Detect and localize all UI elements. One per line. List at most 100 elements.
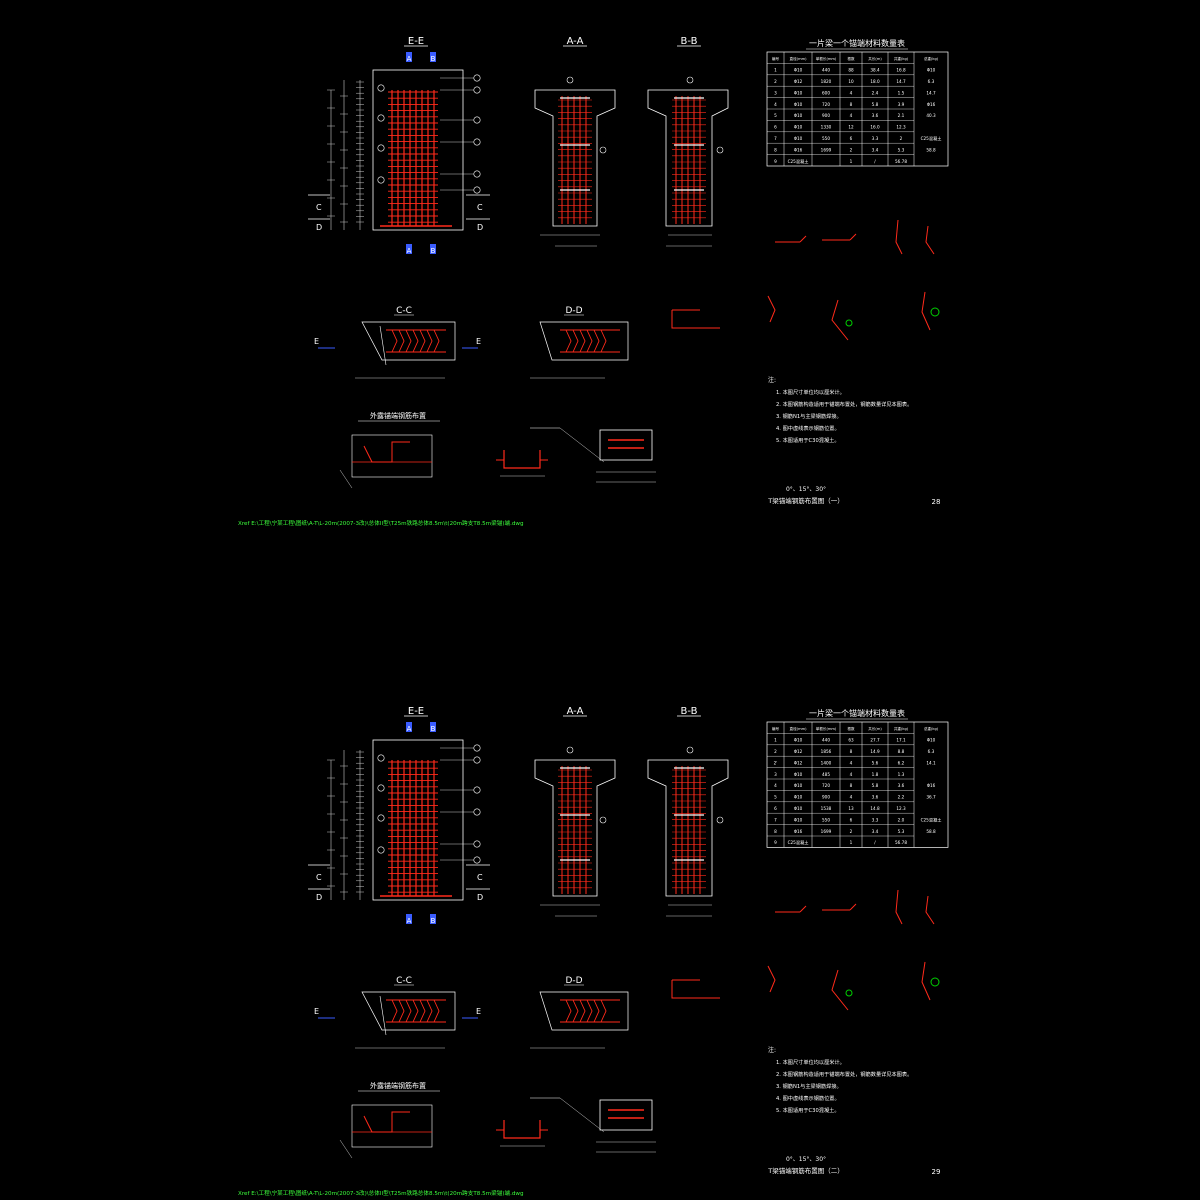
table-cell: 4 [850, 772, 853, 777]
xref-path: Xref E:\工程\宁某工程\图纸\A-T\L-20m(2007-3改)\总体… [238, 519, 524, 527]
table-cell: 550 [822, 817, 830, 822]
table-cell: 1330 [821, 125, 832, 130]
note-line: 5. 本图适用于C30混凝土。 [776, 436, 840, 444]
marker-b-top: B [431, 55, 436, 63]
table-cell: Φ12 [794, 760, 803, 765]
table-cell: 6 [850, 817, 853, 822]
section-dd-title: D-D [565, 306, 582, 316]
marker-c-left: C [316, 873, 322, 882]
marker-b-bottom: B [431, 917, 436, 925]
section-ee: E-E A B C C D D A B [308, 36, 490, 255]
table-cell: 1.8 [872, 772, 879, 777]
table-cell: 4 [850, 760, 853, 765]
table-cell: 1 [850, 840, 853, 845]
table-cell: 900 [822, 795, 830, 800]
table-cell: 1699 [821, 829, 832, 834]
table-cell: 4 [774, 102, 777, 107]
table-header-cell: 单根长(mm) [816, 726, 837, 731]
table-cell: 5 [774, 795, 777, 800]
table-cell: 2 [774, 749, 777, 754]
table-cell: Φ10 [794, 795, 803, 800]
table-cell: 1 [774, 68, 777, 73]
table-header-cell: 直径(mm) [790, 726, 808, 731]
angles-label: 0°、15°、30° [786, 1156, 826, 1163]
note-line: 3. 钢筋N1与主梁钢筋焊接。 [776, 412, 842, 420]
drawing-title: T梁锚端钢筋布置图（二） [767, 1166, 843, 1175]
table-header-cell: 共长(m) [868, 726, 882, 731]
table-cell: 720 [822, 783, 830, 788]
table-cell: 36.7 [926, 795, 936, 800]
marker-b-bottom: B [431, 247, 436, 255]
table-header-cell: 共重(kg) [894, 56, 909, 61]
table-cell: 3.3 [872, 136, 879, 141]
notes-block: 注: 1. 本图尺寸单位均以厘米计。2. 本图钢筋构造适用于锚端布置处，钢筋数量… [768, 1046, 912, 1114]
table-cell: 5.3 [898, 147, 905, 152]
table-cell: 4 [774, 783, 777, 788]
table-cell: Φ10 [794, 113, 803, 118]
bb-rebar [672, 96, 706, 224]
table-cell: 8 [850, 102, 853, 107]
table-cell: 3.6 [898, 783, 905, 788]
table-cell: 600 [822, 90, 830, 95]
table-cell: 40.3 [926, 113, 936, 118]
table-cell: Φ16 [794, 829, 803, 834]
section-dd: D-D E [462, 976, 629, 1049]
table-cell: Φ10 [794, 783, 803, 788]
section-bb-title: B-B [681, 36, 698, 47]
table-cell: 56.78 [895, 840, 907, 845]
table-cell: 3.6 [872, 113, 879, 118]
table-header-cell: 根数 [847, 56, 855, 61]
table-cell: C25混凝土 [921, 816, 942, 823]
marker-d-right: D [477, 893, 483, 902]
aa-outline [534, 759, 616, 897]
table-cell: Φ12 [794, 749, 803, 754]
table-cell: Φ10 [794, 125, 803, 130]
table-header-cell: 共重(kg) [894, 726, 909, 731]
table-title: 一片梁一个锚端材料数量表 [809, 38, 905, 48]
note-line: 5. 本图适用于C30混凝土。 [776, 1106, 840, 1114]
table-cell: 12 [848, 125, 854, 130]
section-aa-title: A-A [567, 706, 584, 717]
table-cell: 38.4 [870, 68, 880, 73]
table-cell: Φ10 [794, 136, 803, 141]
material-table: 一片梁一个锚端材料数量表 编号直径(mm)单根长(mm)根数共长(m)共重(kg… [766, 708, 949, 848]
section-dd-title: D-D [565, 976, 582, 986]
table-cell: C25混凝土 [921, 135, 942, 142]
table-cell: Φ10 [794, 772, 803, 777]
table-cell: 2.1 [898, 113, 905, 118]
table-cell: 6.2 [898, 760, 905, 765]
table-cell: 720 [822, 102, 830, 107]
table-cell: 2.4 [872, 90, 879, 95]
table-cell: 8 [850, 783, 853, 788]
sheet-2: E-E A B C C D D A B [238, 706, 949, 1197]
table-header-cell: 编号 [772, 726, 780, 731]
title-block: 0°、15°、30° T梁锚端钢筋布置图（一） 28 [767, 486, 940, 506]
note-line: 2. 本图钢筋构造适用于锚端布置处，钢筋数量详见本图表。 [776, 400, 912, 408]
table-cell: 3 [774, 772, 777, 777]
section-aa: A-A [534, 706, 616, 917]
table-header-cell: 总重(kg) [924, 726, 939, 731]
anchor-end-detail: 外露锚端钢筋布置 [339, 1081, 656, 1159]
bb-outline [647, 759, 729, 897]
table-cell: 1699 [821, 147, 832, 152]
marker-a-bottom: A [407, 247, 412, 255]
sheet-1: E-E A B C C D D A B [238, 36, 949, 527]
table-cell: 14.7 [896, 79, 906, 84]
table-cell: 9 [774, 159, 777, 164]
table-cell: Φ16 [927, 783, 936, 788]
table-cell: Φ16 [927, 102, 936, 107]
section-bb: B-B [647, 36, 729, 247]
table-cell: 2 [850, 147, 853, 152]
page-number: 28 [932, 498, 941, 506]
table-cell: 3.4 [872, 147, 879, 152]
table-header-cell: 直径(mm) [790, 56, 808, 61]
table-cell: 1400 [821, 760, 832, 765]
table-cell: 8 [774, 829, 777, 834]
table-cell: Φ10 [794, 817, 803, 822]
xref-path: Xref E:\工程\宁某工程\图纸\A-T\L-20m(2007-3改)\总体… [238, 1189, 524, 1197]
table-cell: 5.3 [898, 829, 905, 834]
table-cell: Φ10 [794, 738, 803, 743]
bend-details [671, 889, 940, 1011]
table-cell: Φ16 [794, 147, 803, 152]
section-ee-title: E-E [408, 706, 424, 717]
